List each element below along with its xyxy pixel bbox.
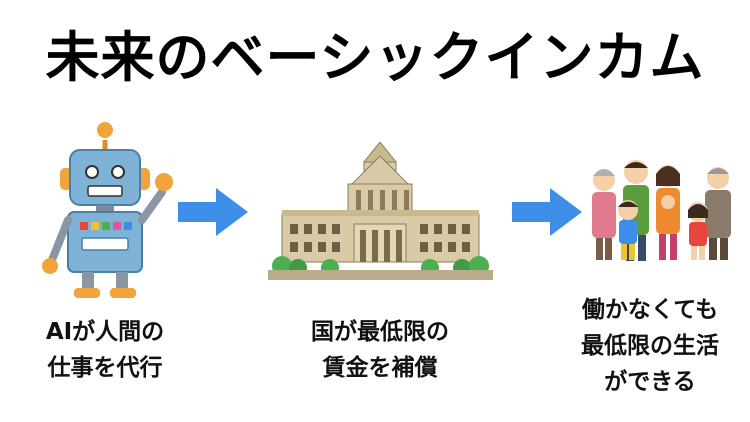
caption-line: 仕事を代行 xyxy=(47,355,163,381)
parliament-building-icon xyxy=(268,142,493,280)
caption-line: ができる xyxy=(604,369,696,395)
caption-line: AIが人間の xyxy=(45,319,165,345)
step-caption-government: 国が最低限の 賃金を補償 xyxy=(280,314,480,386)
right-arrow-icon xyxy=(512,188,582,236)
caption-line: 国が最低限の xyxy=(311,319,449,345)
step-caption-life: 働かなくても 最低限の生活 ができる xyxy=(555,292,745,400)
robot-icon xyxy=(42,122,173,298)
diagram-title: 未来のベーシックインカム xyxy=(45,26,705,89)
caption-line: 最低限の生活 xyxy=(581,333,719,359)
caption-line: 働かなくても xyxy=(581,297,719,323)
family-icon xyxy=(592,160,731,261)
right-arrow-icon xyxy=(178,188,248,236)
step-caption-ai: AIが人間の 仕事を代行 xyxy=(10,314,200,386)
caption-line: 賃金を補償 xyxy=(322,355,438,381)
